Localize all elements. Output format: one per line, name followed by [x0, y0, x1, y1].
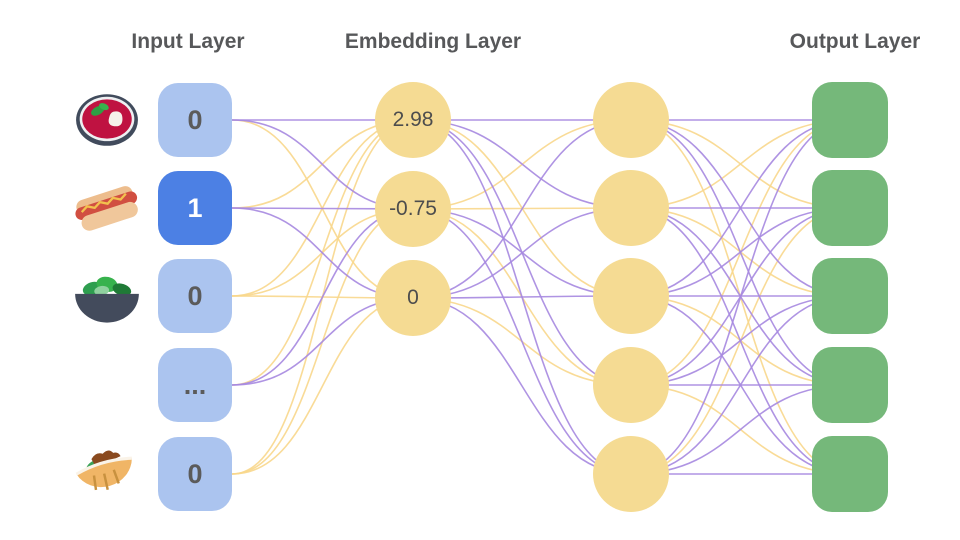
output-node-4 — [812, 436, 888, 512]
input-layer-title: Input Layer — [131, 30, 245, 53]
salad-icon — [72, 263, 142, 329]
edge-purple — [630, 119, 851, 475]
hidden-node-3 — [593, 347, 669, 423]
embedding-node-1: -0.75 — [375, 171, 451, 247]
output-node-2 — [812, 258, 888, 334]
input-node-4: 0 — [158, 437, 232, 511]
hidden-node-4 — [593, 436, 669, 512]
borscht-soup-icon — [72, 87, 142, 153]
embedding-node-0: 2.98 — [375, 82, 451, 158]
edge-purple — [630, 119, 851, 297]
output-node-1 — [812, 170, 888, 246]
edge-purple — [412, 119, 632, 299]
input-node-1: 1 — [158, 171, 232, 245]
edge-purple — [412, 297, 632, 475]
hot-dog-icon — [72, 175, 142, 241]
edge-purple — [630, 295, 851, 475]
pita-icon — [72, 441, 142, 507]
embedding-layer-title: Embedding Layer — [344, 30, 522, 53]
edge-purple — [412, 208, 632, 475]
input-node-3: ... — [158, 348, 232, 422]
hidden-node-0 — [593, 82, 669, 158]
output-layer-title: Output Layer — [789, 30, 921, 53]
embedding-node-2: 0 — [375, 260, 451, 336]
hidden-node-2 — [593, 258, 669, 334]
input-node-0: 0 — [158, 83, 232, 157]
hidden-node-1 — [593, 170, 669, 246]
output-node-0 — [812, 82, 888, 158]
input-node-2: 0 — [158, 259, 232, 333]
output-node-3 — [812, 347, 888, 423]
